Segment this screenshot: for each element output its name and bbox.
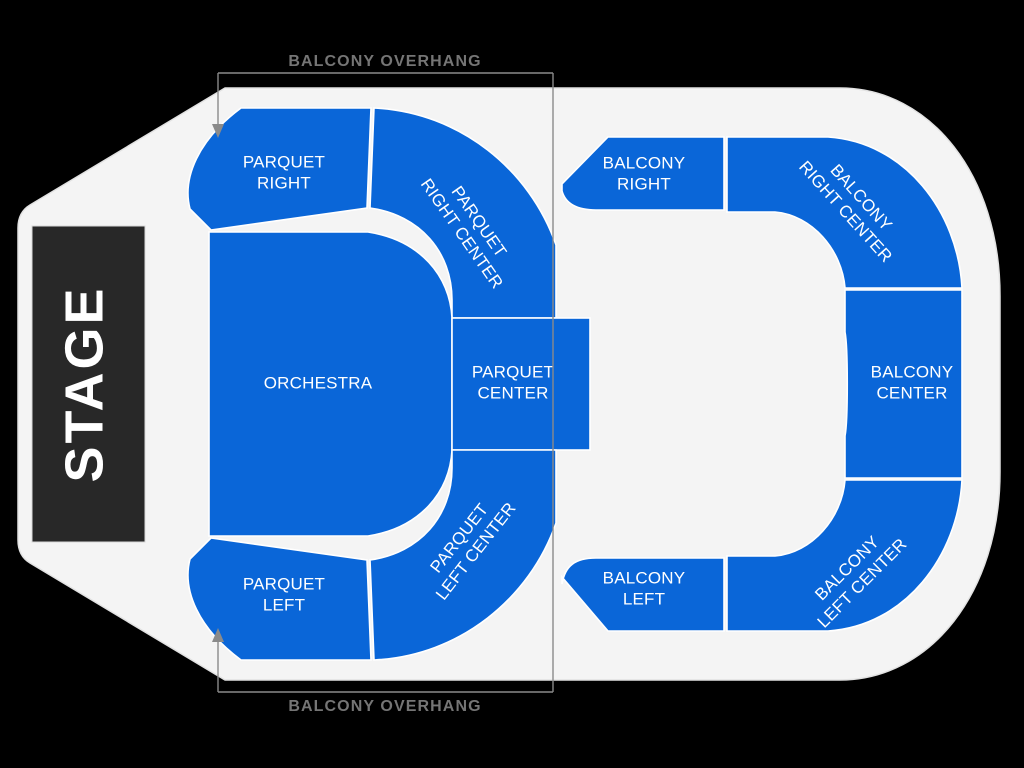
section-orchestra[interactable] <box>208 231 453 537</box>
overhang-top-arrow-head <box>212 124 224 138</box>
stage-area: STAGE <box>31 225 146 543</box>
section-balcony-left[interactable] <box>561 557 725 632</box>
overhang-bottom-arrow-head <box>212 628 224 642</box>
overhang-top-label: BALCONY OVERHANG <box>288 53 481 70</box>
section-balcony-center[interactable] <box>844 289 963 479</box>
section-parquet-left[interactable] <box>187 537 372 661</box>
section-parquet-right-center[interactable] <box>369 107 557 319</box>
section-balcony-right[interactable] <box>561 136 725 211</box>
section-balcony-right-center[interactable] <box>726 136 963 289</box>
balcony-level <box>561 136 963 632</box>
overhang-annotations: BALCONY OVERHANG BALCONY OVERHANG <box>212 53 554 715</box>
overhang-bottom-label: BALCONY OVERHANG <box>288 698 481 715</box>
section-parquet-center[interactable] <box>451 317 591 451</box>
section-parquet-left-center[interactable] <box>369 449 557 661</box>
parquet-level <box>187 107 591 661</box>
stage-label: STAGE <box>54 285 114 482</box>
section-balcony-left-center[interactable] <box>726 479 963 632</box>
stage-block <box>31 225 146 543</box>
